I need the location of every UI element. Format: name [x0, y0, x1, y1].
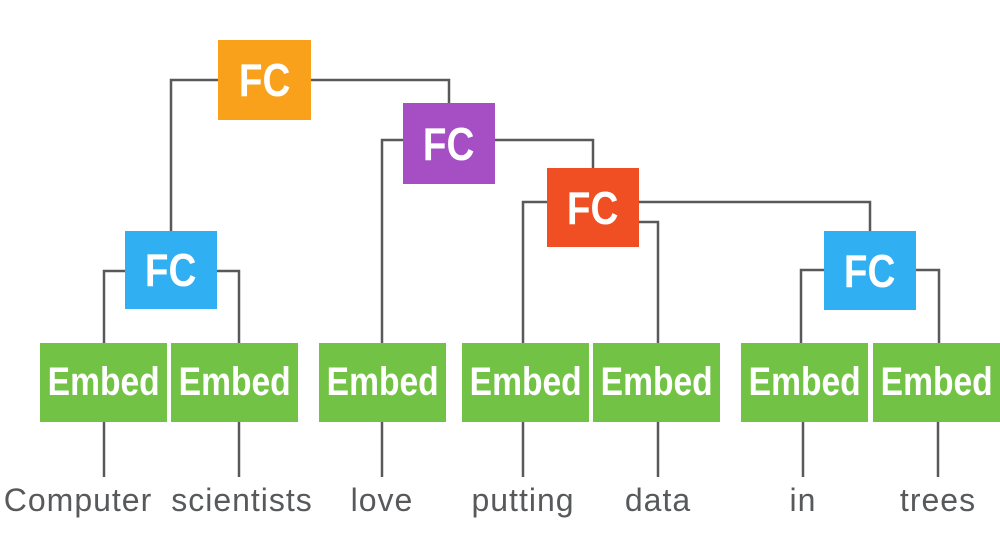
edge-pairright-to-embed-in: [799, 268, 824, 343]
embed-node-trees: Embed: [873, 343, 1000, 422]
word-scientists: scientists: [171, 482, 313, 518]
edge-fc3-to-embed-data: [639, 220, 660, 343]
edge-fc3-to-pair-right: [639, 200, 872, 231]
word-computer: Computer: [3, 482, 153, 518]
edge-pairleft-to-embed-scientists: [217, 269, 241, 343]
fc-node-pair-left: FC: [125, 231, 217, 309]
edge-fc2-to-embed-love: [380, 138, 403, 343]
word-putting: putting: [471, 482, 575, 518]
word-in: in: [789, 482, 817, 518]
word-love: love: [350, 482, 414, 518]
edge-pairright-to-embed-trees: [916, 268, 941, 343]
word-trees: trees: [899, 482, 977, 518]
embed-node-putting: Embed: [462, 343, 589, 422]
embed-node-computer-label: Embed: [47, 360, 160, 404]
fc-node-level2: FC: [403, 103, 495, 184]
embed-node-putting-label: Embed: [469, 360, 582, 404]
embed-node-love: Embed: [319, 343, 446, 422]
fc-node-pair-left-label: FC: [145, 244, 197, 296]
fc-node-pair-right-label: FC: [844, 244, 896, 297]
embed-node-love-label: Embed: [326, 360, 439, 404]
fc-node-pair-right: FC: [824, 231, 916, 310]
fc-node-level3: FC: [547, 168, 639, 247]
embed-node-trees-label: Embed: [880, 360, 993, 404]
embed-node-computer: Embed: [40, 343, 167, 422]
embed-node-in-label: Embed: [748, 360, 861, 404]
embed-node-scientists: Embed: [171, 343, 298, 422]
embed-node-data-label: Embed: [600, 360, 713, 404]
edge-fc3-to-embed-putting: [521, 200, 547, 343]
embed-node-scientists-label: Embed: [178, 360, 291, 404]
edge-root-to-pair-left: [169, 78, 218, 231]
word-data: data: [624, 482, 692, 518]
fc-node-level3-label: FC: [567, 181, 619, 234]
embed-node-data: Embed: [593, 343, 720, 422]
edge-fc2-to-fc3: [495, 138, 595, 168]
fc-node-root-label: FC: [238, 54, 291, 106]
edge-pairleft-to-embed-computer: [102, 269, 125, 343]
embed-node-in: Embed: [741, 343, 868, 422]
fc-node-root: FC: [218, 40, 311, 120]
edge-root-to-fc2: [311, 78, 451, 103]
fc-node-level2-label: FC: [423, 117, 475, 170]
